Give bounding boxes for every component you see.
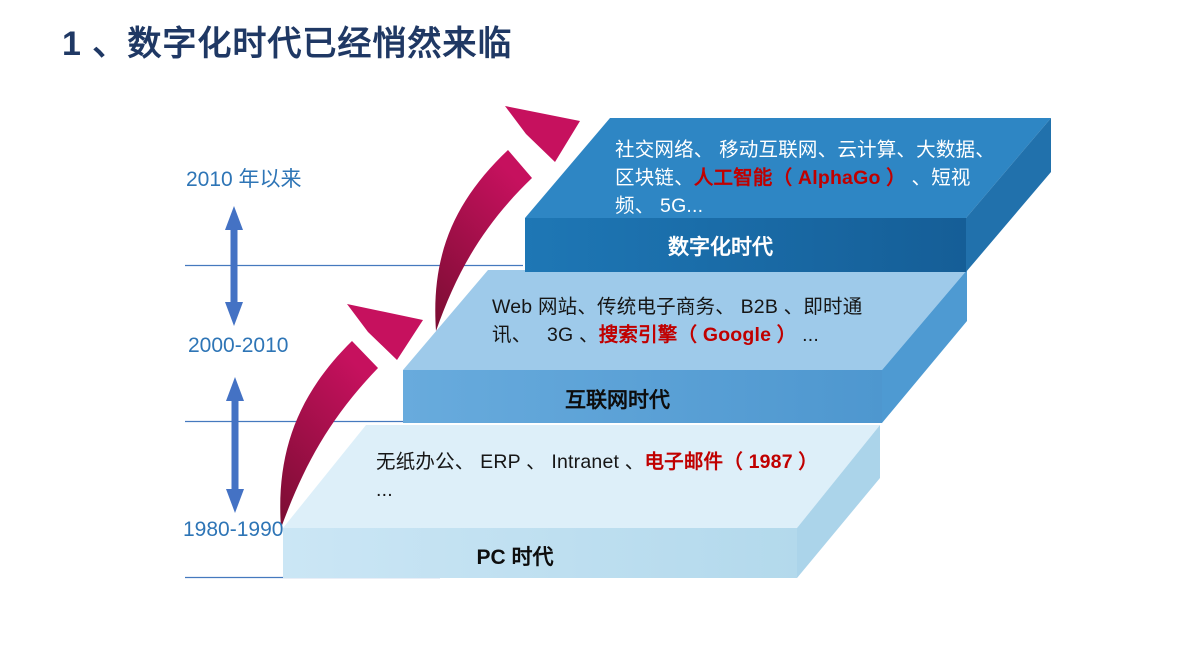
description-text: Web 网站、传统电子商务、 B2B 、即时通 讯、 3G 、 <box>492 296 863 346</box>
step-pc-era <box>283 425 880 578</box>
page-title: 1 、数字化时代已经悄然来临 <box>62 25 513 63</box>
step-pc-description: 无纸办公、 ERP 、 Intranet 、电子邮件（ 1987 ） ... <box>376 448 860 504</box>
rise-arrow-lower-body <box>280 341 378 528</box>
highlighted-keyword: 人工智能（ AlphaGo ） <box>693 167 906 189</box>
rise-arrow-lower-head-icon <box>347 304 423 360</box>
digital-step-side-face <box>966 118 1051 272</box>
internet-step-side-face <box>882 270 967 423</box>
step-digital-era <box>525 118 1051 272</box>
timeline-span-arrow-lower <box>226 377 244 513</box>
rise-arrow-upper-head-icon <box>505 106 580 162</box>
highlighted-keyword: 搜索引擎（ Google ） <box>598 324 797 346</box>
timeline-span-arrow-upper <box>225 206 243 326</box>
step-internet-description: Web 网站、传统电子商务、 B2B 、即时通 讯、 3G 、搜索引擎（ Goo… <box>492 293 924 349</box>
timeline-label-1980s: 1980-1990 <box>183 518 284 541</box>
rise-arrow-upper <box>435 106 580 331</box>
highlighted-keyword: 电子邮件（ 1987 ） <box>644 451 819 473</box>
digital-step-front-face <box>525 218 966 272</box>
step-digital-description: 社交网络、 移动互联网、云计算、大数据、 区块链、人工智能（ AlphaGo ）… <box>615 136 1055 220</box>
pc-step-top-face <box>283 425 880 528</box>
internet-step-top-face <box>403 270 967 370</box>
description-text: 无纸办公、 ERP 、 Intranet 、 <box>376 451 645 473</box>
pc-step-front-face <box>283 528 797 578</box>
step-digital-era-label: 数字化时代 <box>668 236 773 259</box>
step-pc-era-label: PC 时代 <box>476 546 554 569</box>
internet-step-front-face <box>403 370 882 423</box>
pc-step-side-face <box>797 425 880 578</box>
step-internet-era-label: 互联网时代 <box>565 389 670 412</box>
timeline-label-2010s: 2010 年以来 <box>186 168 302 191</box>
arrow-head-up-icon <box>225 206 243 230</box>
rise-arrow-upper-body <box>435 150 532 331</box>
arrow-head-down-icon <box>225 302 243 326</box>
arrow-head-down-icon <box>226 489 244 513</box>
description-text: 社交网络、 移动互联网、云计算、大数据、 区块链、 <box>615 139 995 189</box>
description-text: ... <box>796 324 819 346</box>
description-text: ... <box>376 479 393 501</box>
timeline-label-2000s: 2000-2010 <box>188 334 289 357</box>
digital-step-top-face <box>525 118 1051 218</box>
description-text: 、短视 频、 5G... <box>615 167 971 217</box>
arrow-head-up-icon <box>226 377 244 401</box>
rise-arrow-lower <box>280 304 423 528</box>
step-internet-era <box>403 270 967 423</box>
